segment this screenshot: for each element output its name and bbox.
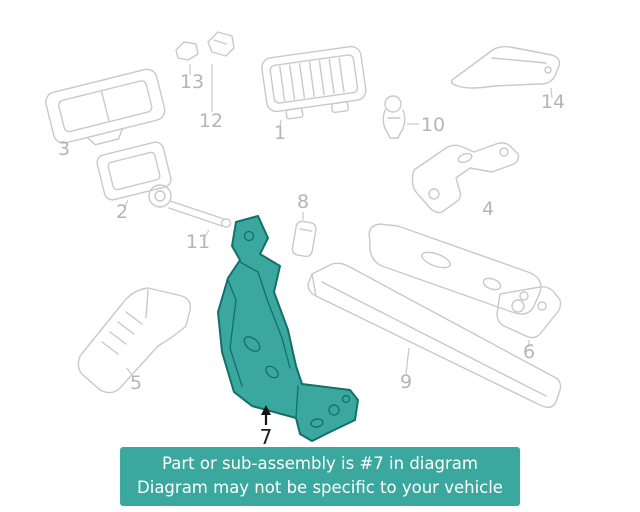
part-label-2: 2: [116, 201, 128, 223]
part-10-drawing: [382, 95, 406, 139]
part-label-12: 12: [199, 110, 223, 132]
part-13-drawing: [175, 31, 235, 61]
part-2-drawing: [96, 141, 172, 201]
notice-banner: Part or sub-assembly is #7 in diagram Di…: [120, 447, 520, 506]
part-8-drawing: [291, 220, 317, 258]
notice-banner-line1: Part or sub-assembly is #7 in diagram: [162, 454, 478, 474]
part-3-drawing: [45, 68, 166, 146]
part-label-6: 6: [523, 341, 535, 363]
part-label-14: 14: [541, 91, 565, 113]
part-label-1: 1: [274, 122, 286, 144]
part-label-13: 13: [180, 71, 204, 93]
part-label-3: 3: [58, 138, 70, 160]
part-1-drawing: [261, 45, 367, 120]
part-7-arrow: [261, 405, 271, 425]
parts-diagram: 1 2 3 4 5 6 7 8 9 10 11 12 13 14: [45, 31, 565, 449]
part-label-5: 5: [130, 372, 142, 394]
part-label-8: 8: [297, 191, 309, 213]
part-9-drawing: [307, 223, 562, 409]
part-label-4: 4: [482, 198, 494, 220]
part-label-7: 7: [260, 425, 273, 449]
part-5-drawing: [77, 287, 192, 394]
part-7-highlighted-drawing: [217, 215, 359, 442]
part-label-10: 10: [421, 114, 445, 136]
notice-banner-line2: Diagram may not be specific to your vehi…: [137, 477, 503, 497]
part-label-9: 9: [400, 371, 412, 393]
leader-lines: [123, 64, 553, 378]
part-4-drawing: [411, 142, 520, 214]
part-6-drawing: [496, 286, 562, 339]
part-14-drawing: [450, 45, 561, 89]
part-11-drawing: [148, 184, 232, 228]
part-label-11: 11: [186, 231, 210, 253]
